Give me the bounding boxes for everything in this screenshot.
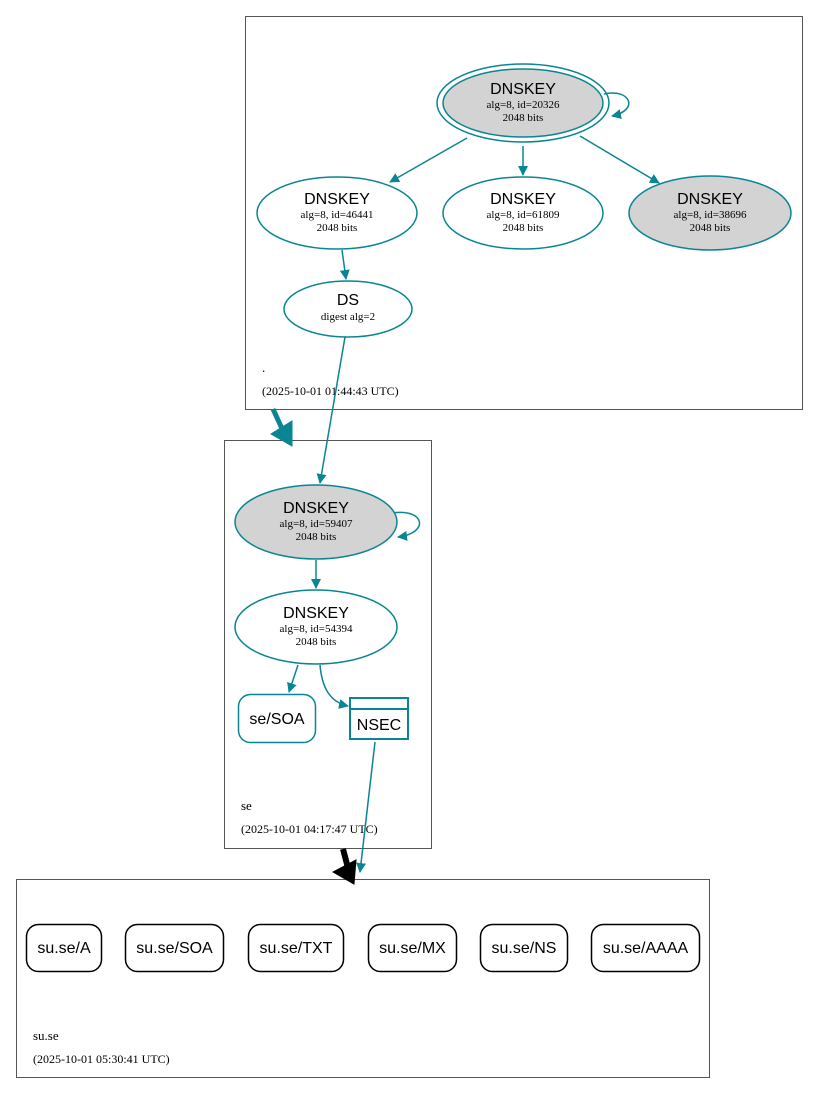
node-title: DNSKEY [283,605,349,622]
node-detail: alg=8, id=20326 [487,99,560,111]
record-su-se-a[interactable]: su.se/A [25,923,103,973]
node-title: DNSKEY [304,191,370,208]
arrowhead-delegation-root-se [270,420,293,447]
rrset-label: se/SOA [249,711,304,728]
record-su-se-mx[interactable]: su.se/MX [367,923,458,973]
node-bits: 2048 bits [317,222,358,234]
node-nsec[interactable]: NSEC [349,697,409,740]
node-detail: alg=8, id=46441 [301,209,374,221]
edge-se-zsk-to-nsec [319,664,349,709]
node-title: DS [337,292,359,309]
zone-suse-timestamp: (2025-10-01 05:30:41 UTC) [33,1052,170,1066]
record-label: su.se/AAAA [603,940,689,957]
record-label: su.se/MX [379,940,446,957]
edge-root-ksk-to-46441 [389,137,468,183]
zone-se-timestamp: (2025-10-01 04:17:47 UTC) [241,822,378,836]
zone-root-name: . [262,360,265,375]
edge-se-zsk-to-soa [287,664,299,693]
edge-ds-to-se-ksk [316,336,346,484]
edges [270,92,660,885]
node-detail: digest alg=2 [321,311,375,323]
node-title: DNSKEY [677,191,743,208]
node-detail: alg=8, id=38696 [674,209,747,221]
arrowhead-delegation-se-suse [331,859,357,885]
edge-46441-to-ds [339,249,350,280]
record-label: su.se/TXT [260,940,333,957]
node-bits: 2048 bits [503,222,544,234]
node-title: DNSKEY [490,81,556,98]
record-su-se-soa[interactable]: su.se/SOA [124,923,225,973]
node-se-soa[interactable]: se/SOA [237,693,317,744]
node-root-zsk-61809[interactable]: DNSKEY alg=8, id=61809 2048 bits [442,176,604,250]
edge-root-ksk-self [603,92,630,119]
node-title: DNSKEY [490,191,556,208]
node-se-zsk-54394[interactable]: DNSKEY alg=8, id=54394 2048 bits [234,589,398,665]
record-label: su.se/NS [492,940,557,957]
zone-root-timestamp: (2025-10-01 01:44:43 UTC) [262,384,399,398]
record-su-se-aaaa[interactable]: su.se/AAAA [590,923,701,973]
edge-se-ksk-self [391,511,421,541]
node-detail: alg=8, id=61809 [487,209,560,221]
node-bits: 2048 bits [690,222,731,234]
node-se-ksk-59407[interactable]: DNSKEY alg=8, id=59407 2048 bits [234,484,398,560]
record-su-se-ns[interactable]: su.se/NS [479,923,569,973]
node-detail: alg=8, id=54394 [280,623,353,635]
nsec-label: NSEC [357,717,401,734]
edge-root-ksk-to-38696 [579,135,660,184]
node-root-ksk-38696[interactable]: DNSKEY alg=8, id=38696 2048 bits [628,175,792,251]
node-root-ksk-20326[interactable]: DNSKEY alg=8, id=20326 2048 bits [436,63,610,143]
node-root-zsk-46441[interactable]: DNSKEY alg=8, id=46441 2048 bits [256,176,418,250]
zone-suse-name: su.se [33,1028,59,1043]
zone-suse: su.se (2025-10-01 05:30:41 UTC) [16,879,710,1078]
node-ds[interactable]: DS digest alg=2 [283,280,413,338]
edge-nsec-to-suse [356,741,376,873]
node-detail: alg=8, id=59407 [280,518,353,530]
zone-se-name: se [241,798,252,813]
record-su-se-txt[interactable]: su.se/TXT [247,923,345,973]
node-bits: 2048 bits [296,636,337,648]
record-label: su.se/A [37,940,91,957]
record-label: su.se/SOA [136,940,213,957]
node-title: DNSKEY [283,500,349,517]
zone-root: . (2025-10-01 01:44:43 UTC) [245,16,803,410]
node-bits: 2048 bits [296,531,337,543]
node-bits: 2048 bits [503,112,544,124]
